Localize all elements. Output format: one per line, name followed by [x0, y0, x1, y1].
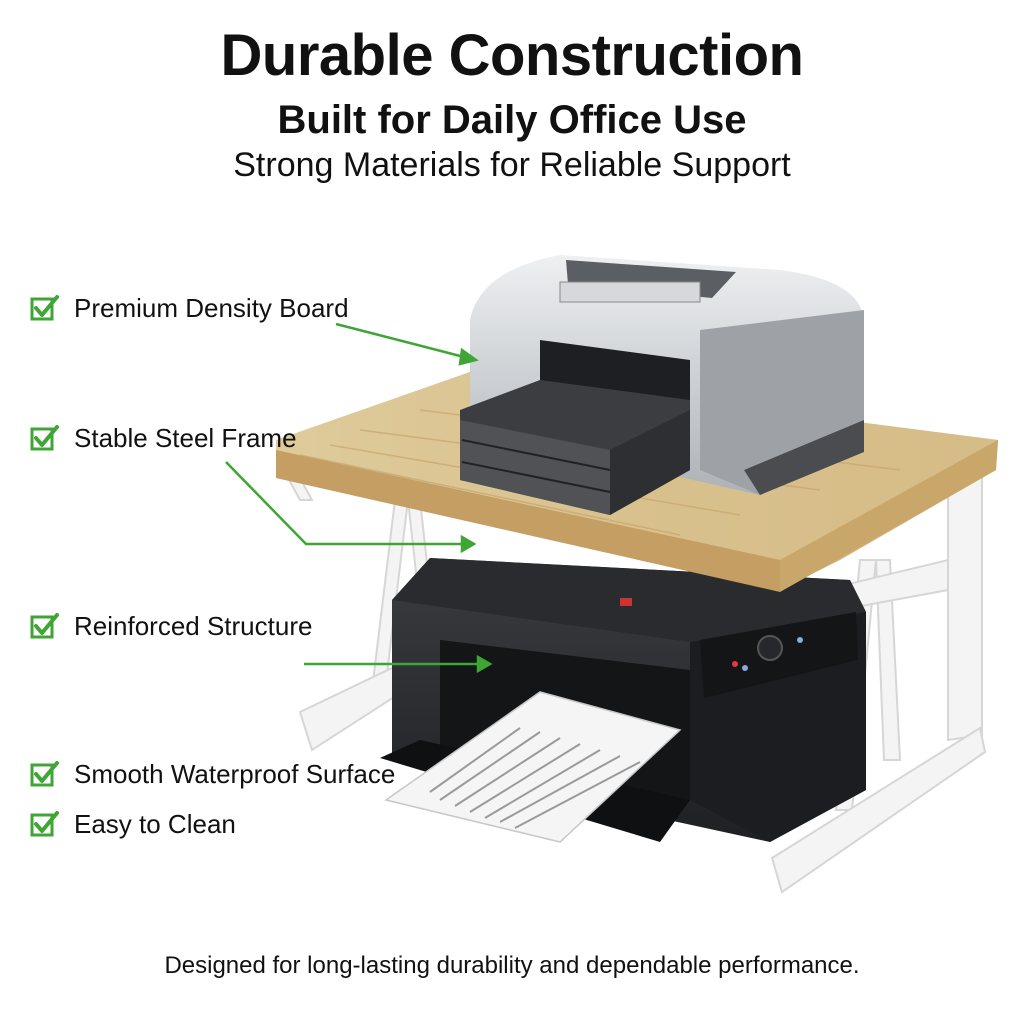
feature-label: Stable Steel Frame [74, 422, 297, 453]
feature-item: Easy to Clean [30, 806, 236, 842]
green-check-icon [30, 613, 59, 639]
green-check-icon [30, 761, 59, 787]
green-check-icon [30, 811, 59, 837]
callout-lines [225, 322, 493, 674]
page-subtitle: Built for Daily Office Use [277, 98, 747, 142]
feature-item: Premium Density Board [30, 290, 349, 326]
feature-label: Easy to Clean [74, 808, 236, 839]
feature-label: Premium Density Board [74, 292, 349, 323]
lower-printer [380, 558, 866, 843]
page-title: Durable Construction [220, 23, 804, 88]
upper-printer [460, 255, 864, 515]
feature-label: Reinforced Structure [74, 610, 313, 641]
feature-item: Smooth Waterproof Surface [30, 756, 395, 792]
feature-item: Reinforced Structure [30, 608, 312, 644]
page-tagline: Strong Materials for Reliable Support [233, 146, 791, 184]
green-check-icon [30, 295, 59, 321]
feature-label: Smooth Waterproof Surface [74, 758, 396, 789]
footer-text: Designed for long-lasting durability and… [164, 952, 860, 979]
green-check-icon [30, 425, 59, 451]
feature-item: Stable Steel Frame [30, 420, 297, 456]
